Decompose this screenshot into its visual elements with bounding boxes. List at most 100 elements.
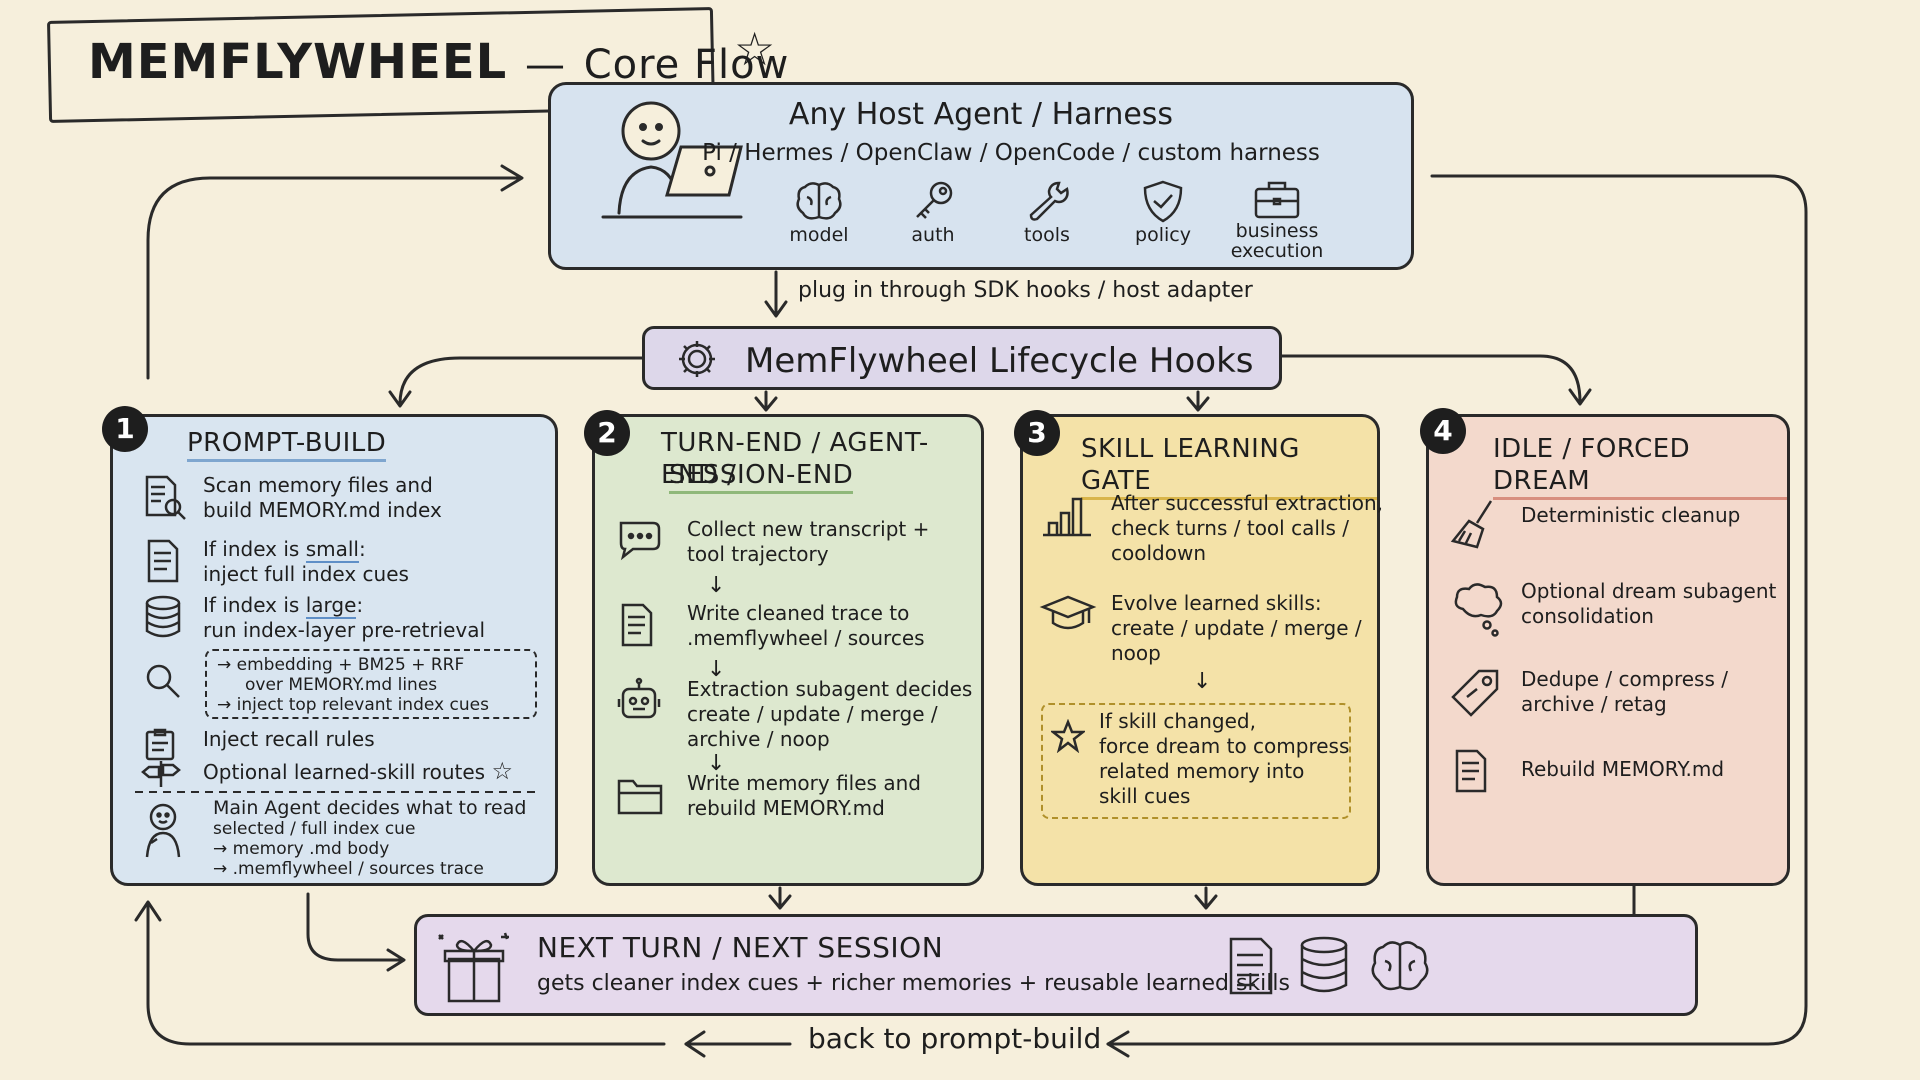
row-text: Deterministic cleanup <box>1521 503 1741 527</box>
title-dash: — <box>524 42 566 88</box>
divider <box>135 791 541 793</box>
flow-arrow: ↓ <box>707 573 726 598</box>
row-text: skill cues <box>1099 784 1191 808</box>
column-title: SESSION-END <box>669 459 854 494</box>
row-text: check turns / tool calls / <box>1111 516 1349 540</box>
column-skill-learning: SKILL LEARNING GATE After successful ext… <box>1020 414 1384 886</box>
row-highlight: small <box>305 537 359 563</box>
title-star-icon: ☆ <box>734 22 776 76</box>
page-title: MEMFLYWHEEL — Core Flow <box>88 34 789 90</box>
database-icon <box>145 595 181 638</box>
host-subtitle: Pi / Hermes / OpenClaw / OpenCode / cust… <box>702 140 1320 166</box>
column-title: SKILL LEARNING GATE <box>1081 433 1377 500</box>
broom-icon <box>1450 500 1493 549</box>
row-text: → embedding + BM25 + RRF <box>217 655 465 675</box>
row-text: create / update / merge / <box>1111 616 1362 640</box>
signpost-icon <box>141 761 181 787</box>
host-item-label: tools <box>1024 224 1070 246</box>
row-text: If index is <box>203 593 306 617</box>
title-sub: Core Flow <box>583 42 790 88</box>
adapter-label: plug in through SDK hooks / host adapter <box>798 278 1253 303</box>
tag-icon <box>1451 669 1499 717</box>
host-title: Any Host Agent / Harness <box>788 97 1174 132</box>
row-text: consolidation <box>1521 604 1654 628</box>
database-icon <box>1300 936 1348 993</box>
bar-chart-icon <box>1043 497 1091 537</box>
row-text: over MEMORY.md lines <box>245 675 438 695</box>
row-text: Inject recall rules <box>203 727 375 751</box>
column-title: PROMPT-BUILD <box>187 427 387 462</box>
graduation-cap-icon <box>1039 595 1097 630</box>
row-text: inject full index cues <box>203 562 409 586</box>
lifecycle-hooks-box: MemFlywheel Lifecycle Hooks <box>642 326 1282 390</box>
row-text: → inject top relevant index cues <box>217 695 489 715</box>
document-icon <box>147 539 179 583</box>
column-title: IDLE / FORCED DREAM <box>1493 433 1787 500</box>
row-text: : <box>356 593 364 617</box>
row-text: .memflywheel / sources <box>687 626 925 650</box>
row-text: : <box>359 537 366 561</box>
step-badge-1: 1 <box>102 406 148 452</box>
host-item-policy: policy <box>1103 179 1223 245</box>
flow-arrow: ↓ <box>707 657 726 682</box>
host-item-label: model <box>789 224 849 246</box>
step-badge-2: 2 <box>584 410 630 456</box>
robot-icon <box>617 677 661 719</box>
host-item-tools: tools <box>987 179 1107 245</box>
flow-arrow: ↓ <box>1193 669 1212 694</box>
key-icon <box>916 181 953 219</box>
row-text: selected / full index cue <box>213 819 416 839</box>
document-icon <box>1455 749 1487 793</box>
host-item-label: business execution <box>1230 220 1324 262</box>
star-icon: ☆ <box>491 757 513 785</box>
row-text: build MEMORY.md index <box>203 498 442 522</box>
row-text: Scan memory files and <box>203 473 433 497</box>
row-text: archive / retag <box>1521 692 1667 716</box>
step-badge-4: 4 <box>1420 408 1466 454</box>
document-icon <box>1229 937 1273 995</box>
host-item-label: policy <box>1135 224 1191 246</box>
star-icon <box>1051 719 1085 753</box>
row-text: After successful extraction, <box>1111 491 1384 515</box>
row-text: rebuild MEMORY.md <box>687 796 885 820</box>
gear-icon <box>679 341 715 377</box>
row-text: Rebuild MEMORY.md <box>1521 757 1725 781</box>
flow-arrow: ↓ <box>707 751 726 776</box>
host-agent-box: Any Host Agent / Harness Pi / Hermes / O… <box>548 82 1414 270</box>
thought-cloud-icon <box>1454 583 1503 637</box>
host-item-label: auth <box>911 224 955 246</box>
row-text: Write memory files and <box>687 771 921 795</box>
person-laptop-icon <box>601 101 743 219</box>
row-text: cooldown <box>1111 541 1206 565</box>
host-item-auth: auth <box>873 179 993 245</box>
row-text: Dedupe / compress / <box>1521 667 1728 691</box>
document-search-icon <box>145 475 186 520</box>
row-text: noop <box>1111 641 1161 665</box>
row-text: run index-layer pre-retrieval <box>203 618 486 642</box>
column-turn-end: TURN-END / AGENT-END / SESSION-END Colle… <box>592 414 984 886</box>
gift-icon <box>438 932 509 1003</box>
row-text: Optional learned-skill routes <box>203 760 486 784</box>
row-text: If skill changed, <box>1099 709 1256 733</box>
row-text: → .memflywheel / sources trace <box>213 859 484 879</box>
brain-icon <box>796 182 842 220</box>
retrieval-detail-box <box>205 649 537 719</box>
row-text: archive / noop <box>687 727 830 751</box>
row-text: force dream to compress <box>1099 734 1350 758</box>
row-text: Extraction subagent decides <box>687 677 973 701</box>
step-badge-3: 3 <box>1014 410 1060 456</box>
row-highlight: large <box>305 593 357 619</box>
document-icon <box>621 603 653 647</box>
title-main: MEMFLYWHEEL <box>88 34 508 90</box>
row-text: Evolve learned skills: <box>1111 591 1322 615</box>
chat-icon <box>619 521 661 561</box>
next-title: NEXT TURN / NEXT SESSION <box>537 931 944 964</box>
clipboard-icon <box>145 728 175 761</box>
host-item-model: model <box>759 179 879 245</box>
column-title: TURN-END / AGENT-END / <box>661 428 929 490</box>
row-text: tool trajectory <box>687 542 829 566</box>
row-text: create / update / merge / <box>687 702 938 726</box>
